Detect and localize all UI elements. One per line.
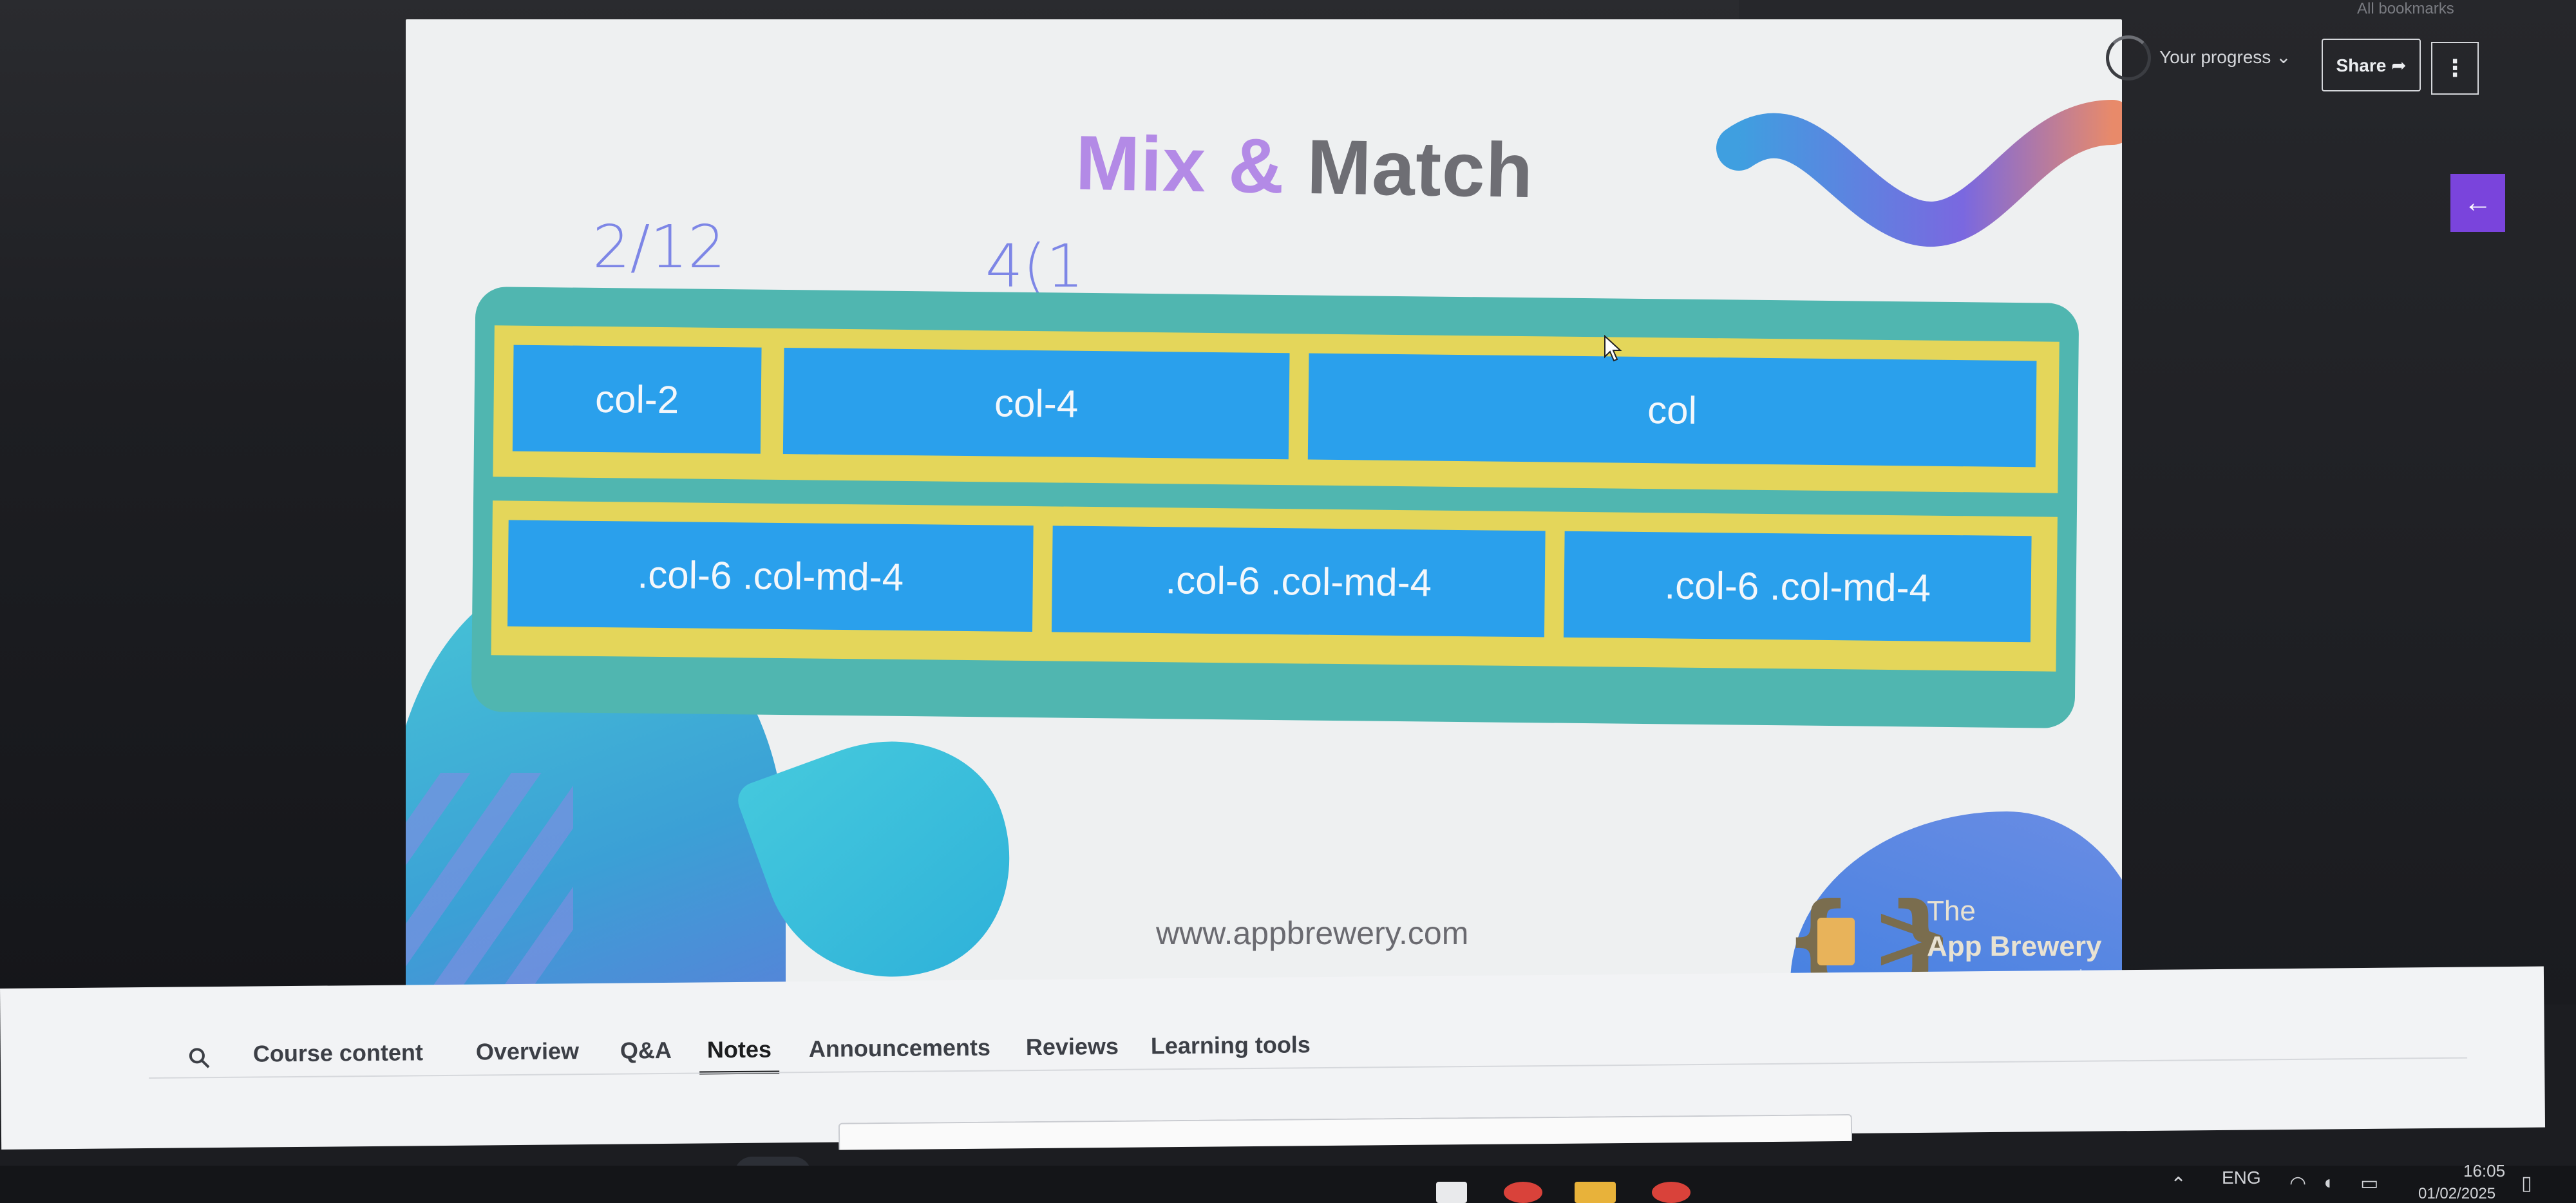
notification-icon[interactable]: ▯ xyxy=(2521,1173,2532,1194)
wifi-icon[interactable]: ◠ xyxy=(2289,1173,2307,1194)
lecture-slide: Mix & Match 2/12 4(1 col-2 col-4 col .co… xyxy=(406,19,2122,1018)
taskbar-time[interactable]: 16:05 xyxy=(2463,1161,2506,1180)
search-icon[interactable] xyxy=(187,1046,212,1070)
notes-editor-box[interactable] xyxy=(838,1113,1853,1150)
grid-row-2: .col-6 .col-md-4 .col-6 .col-md-4 .col-6… xyxy=(491,500,2058,672)
taskbar-window-icon[interactable] xyxy=(1436,1182,1467,1203)
your-progress-button[interactable]: Your progress ⌄ xyxy=(2159,47,2291,67)
share-button[interactable]: Share ➦ xyxy=(2322,39,2421,91)
grid-row-1: col-2 col-4 col xyxy=(493,325,2060,493)
slide-url: www.appbrewery.com xyxy=(1156,915,1469,951)
folder-icon[interactable] xyxy=(1575,1182,1616,1203)
tab-qa[interactable]: Q&A xyxy=(620,1036,672,1064)
bookmarks-hint[interactable]: All bookmarks xyxy=(2357,0,2454,17)
col-6-md-4-box-2: .col-6 .col-md-4 xyxy=(1051,526,1546,638)
tab-learning-tools[interactable]: Learning tools xyxy=(1150,1031,1311,1059)
handwritten-note-1: 2/12 xyxy=(592,213,726,281)
decor-squiggle xyxy=(1716,100,2122,247)
taskbar-app-icon-1[interactable] xyxy=(1504,1182,1542,1203)
tab-announcements[interactable]: Announcements xyxy=(808,1034,991,1063)
logo-text-app-brewery: App Brewery xyxy=(1927,931,2102,962)
taskbar-date[interactable]: 01/02/2025 xyxy=(2418,1185,2496,1202)
course-tabs-bar: Course content Overview Q&A Notes Announ… xyxy=(0,966,2546,1150)
col-4-box: col-4 xyxy=(782,348,1290,460)
col-6-md-4-box-1: .col-6 .col-md-4 xyxy=(507,520,1034,632)
back-arrow-button[interactable]: ← xyxy=(2450,174,2505,232)
beer-cup-icon xyxy=(1817,918,1855,965)
battery-icon[interactable]: ▭ xyxy=(2360,1173,2379,1194)
language-indicator[interactable]: ENG xyxy=(2222,1168,2261,1188)
taskbar-app-icon-2[interactable] xyxy=(1652,1182,1690,1203)
tab-overview[interactable]: Overview xyxy=(475,1037,580,1065)
speaker-icon[interactable]: ◖ xyxy=(2322,1172,2334,1193)
decor-stripes xyxy=(406,773,573,1018)
chevron-up-icon[interactable]: ⌃ xyxy=(2170,1174,2187,1195)
col-6-md-4-box-3: .col-6 .col-md-4 xyxy=(1563,531,2032,643)
os-taskbar xyxy=(0,1166,2576,1203)
handwritten-note-2: 4(1 xyxy=(985,232,1084,301)
col-box: col xyxy=(1307,353,2037,468)
title-match: Match xyxy=(1306,124,1535,214)
title-mix: Mix & xyxy=(1074,119,1286,210)
logo-text-the: The xyxy=(1927,895,1976,927)
progress-ring-icon[interactable] xyxy=(2106,35,2151,81)
tab-notes[interactable]: Notes xyxy=(706,1036,772,1063)
more-options-button[interactable]: ⋮ xyxy=(2431,42,2479,95)
tab-reviews[interactable]: Reviews xyxy=(1025,1032,1119,1061)
mouse-cursor-icon xyxy=(1604,335,1622,362)
grid-demo-panel: col-2 col-4 col .col-6 .col-md-4 .col-6 … xyxy=(471,286,2079,729)
col-2-box: col-2 xyxy=(512,345,762,454)
slide-title: Mix & Match xyxy=(1075,118,1534,215)
tab-course-content[interactable]: Course content xyxy=(252,1039,424,1067)
